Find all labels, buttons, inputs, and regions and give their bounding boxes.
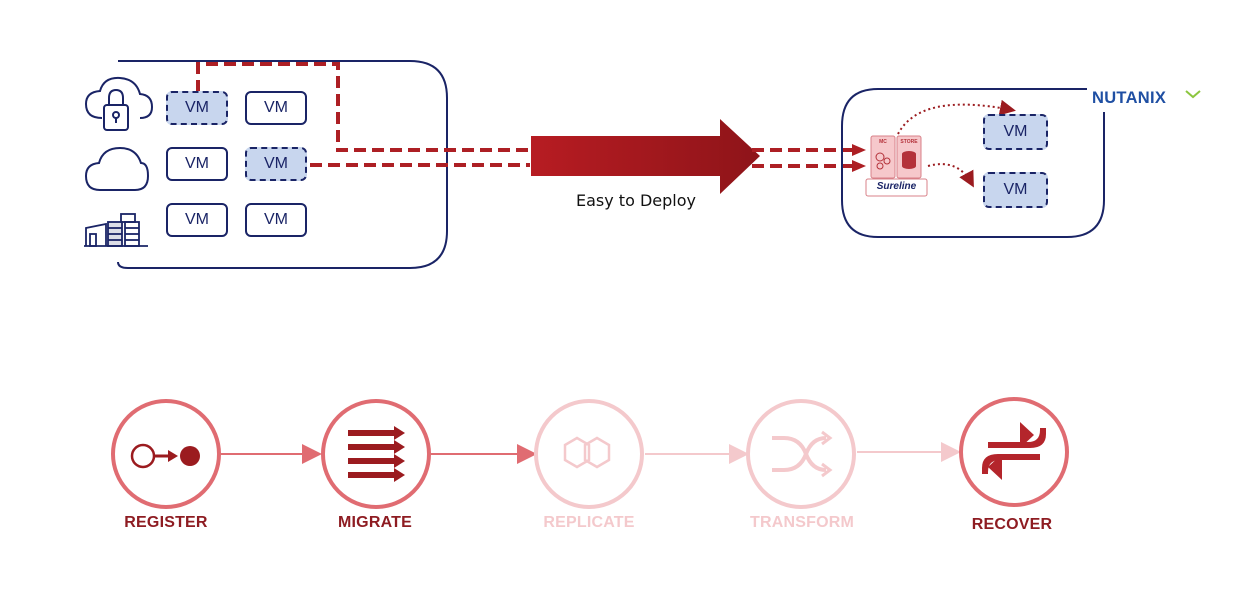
vm-target-1[interactable]: VM bbox=[983, 114, 1048, 150]
step-label-transform: TRANSFORM bbox=[749, 514, 854, 531]
recover-icon bbox=[982, 422, 1046, 480]
vm-target-2[interactable]: VM bbox=[983, 172, 1048, 208]
private-cloud-lock-icon bbox=[84, 76, 154, 131]
vm-private-1[interactable]: VM bbox=[166, 91, 228, 125]
migration-path-target bbox=[752, 148, 855, 168]
public-cloud-icon bbox=[84, 146, 150, 191]
arrow-caption: Easy to Deploy bbox=[576, 191, 696, 210]
step-label-register: REGISTER bbox=[124, 514, 208, 531]
step-circle-transform bbox=[746, 399, 856, 509]
step-circle-migrate bbox=[321, 399, 431, 509]
step-circle-recover bbox=[959, 397, 1069, 507]
step-label-recover: RECOVER bbox=[971, 516, 1053, 533]
sureline-logo-text: Sureline bbox=[876, 181, 917, 192]
nutanix-logo: NUTANIX bbox=[1092, 89, 1201, 107]
replicate-icon bbox=[563, 436, 611, 469]
sureline-appliance bbox=[865, 135, 928, 197]
dotted-link-top bbox=[897, 99, 1016, 135]
datacenter-icon bbox=[84, 213, 148, 247]
vm-datacenter-1[interactable]: VM bbox=[166, 203, 228, 237]
appliance-mc-label: MC bbox=[879, 139, 887, 145]
step-circle-register bbox=[111, 399, 221, 509]
step-label-migrate: MIGRATE bbox=[338, 514, 412, 531]
mc-gear-icon bbox=[875, 152, 891, 170]
vm-private-2[interactable]: VM bbox=[245, 91, 307, 125]
migrate-icon bbox=[348, 426, 405, 482]
step-label-replicate: REPLICATE bbox=[543, 514, 635, 531]
register-icon bbox=[130, 443, 200, 469]
vm-public-2[interactable]: VM bbox=[245, 147, 307, 181]
big-deploy-arrow bbox=[531, 119, 760, 194]
vm-public-1[interactable]: VM bbox=[166, 147, 228, 181]
store-database-icon bbox=[902, 151, 916, 169]
appliance-store-label: STORE bbox=[900, 139, 918, 145]
migration-path-dashed bbox=[196, 62, 530, 167]
nutanix-wordmark: NUTANIX bbox=[1092, 89, 1166, 107]
dotted-link-bottom bbox=[927, 163, 974, 188]
transform-icon bbox=[772, 430, 833, 478]
vm-datacenter-2[interactable]: VM bbox=[245, 203, 307, 237]
target-environment-box bbox=[841, 88, 1105, 238]
